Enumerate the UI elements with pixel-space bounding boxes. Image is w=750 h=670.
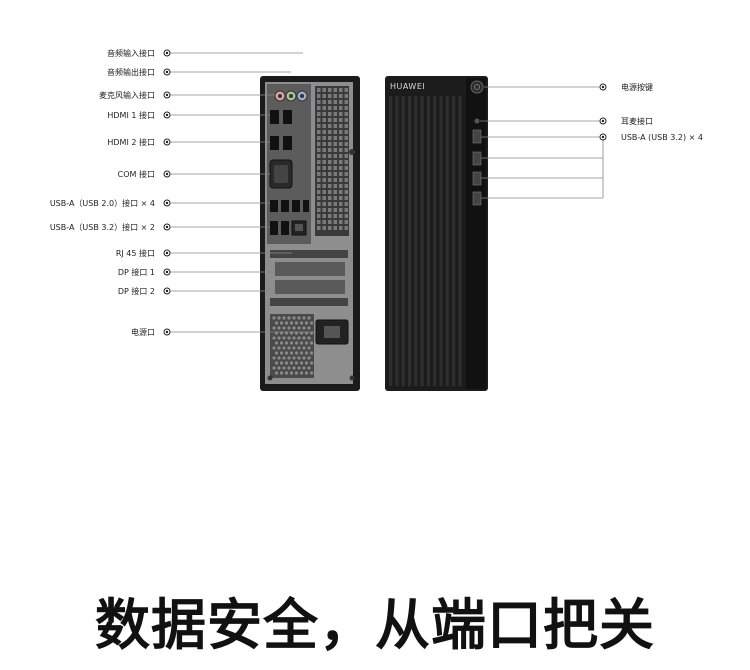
dp-port-2-slot <box>275 280 345 294</box>
rear-port-label: DP 接口 2 <box>118 286 155 296</box>
front-fin <box>426 96 430 386</box>
rear-port-label: DP 接口 1 <box>118 267 155 277</box>
front-fin <box>389 96 393 386</box>
rear-port-label: 麦克风输入接口 <box>99 90 155 100</box>
rear-port-label: RJ 45 接口 <box>116 248 155 258</box>
rear-port-label: HDMI 2 接口 <box>107 137 155 147</box>
rear-port-label: USB-A（USB 2.0）接口 × 4 <box>50 198 155 208</box>
front-usb-1 <box>472 129 482 144</box>
power-button <box>470 80 484 94</box>
label-power-button: 电源按键 <box>621 82 653 92</box>
usb2-ports <box>270 200 278 212</box>
front-fin <box>433 96 437 386</box>
fan-vent <box>270 314 314 378</box>
front-usb-2 <box>472 151 482 166</box>
rear-port-label: HDMI 1 接口 <box>107 110 155 120</box>
rear-port-label: 音频输入接口 <box>107 48 155 58</box>
hdmi1-port <box>270 110 279 124</box>
headphone-jack <box>474 118 480 124</box>
front-usb-3 <box>472 171 482 186</box>
dp-port-1-slot <box>275 262 345 276</box>
front-fin <box>445 96 449 386</box>
rear-port-label: 电源口 <box>131 327 155 337</box>
front-callouts: 电源按键 耳麦接口 USB-A (USB 3.2) × 4 <box>480 82 703 199</box>
usb32-ports <box>270 221 278 235</box>
front-view: HUAWEI <box>385 76 488 391</box>
rear-view <box>260 76 360 391</box>
hdmi2-port <box>270 136 279 150</box>
front-fin <box>420 96 424 386</box>
headline: 数据安全，从端口把关 <box>94 593 655 657</box>
label-headphone: 耳麦接口 <box>621 116 653 126</box>
front-fin <box>401 96 405 386</box>
front-fins <box>389 96 462 386</box>
slot-1 <box>270 250 348 258</box>
front-fin <box>439 96 443 386</box>
brand-logo: HUAWEI <box>390 82 425 91</box>
rear-port-label: COM 接口 <box>118 169 155 179</box>
rear-port-label: 音频输出接口 <box>107 67 155 77</box>
label-front-usb: USB-A (USB 3.2) × 4 <box>621 133 703 142</box>
rear-vent-top <box>315 86 349 236</box>
front-fin <box>414 96 418 386</box>
front-fin <box>395 96 399 386</box>
rear-port-label: USB-A（USB 3.2）接口 × 2 <box>50 222 155 232</box>
front-usb-4 <box>472 191 482 206</box>
front-fin <box>407 96 412 386</box>
front-fin <box>452 96 456 386</box>
front-fin <box>458 96 462 386</box>
